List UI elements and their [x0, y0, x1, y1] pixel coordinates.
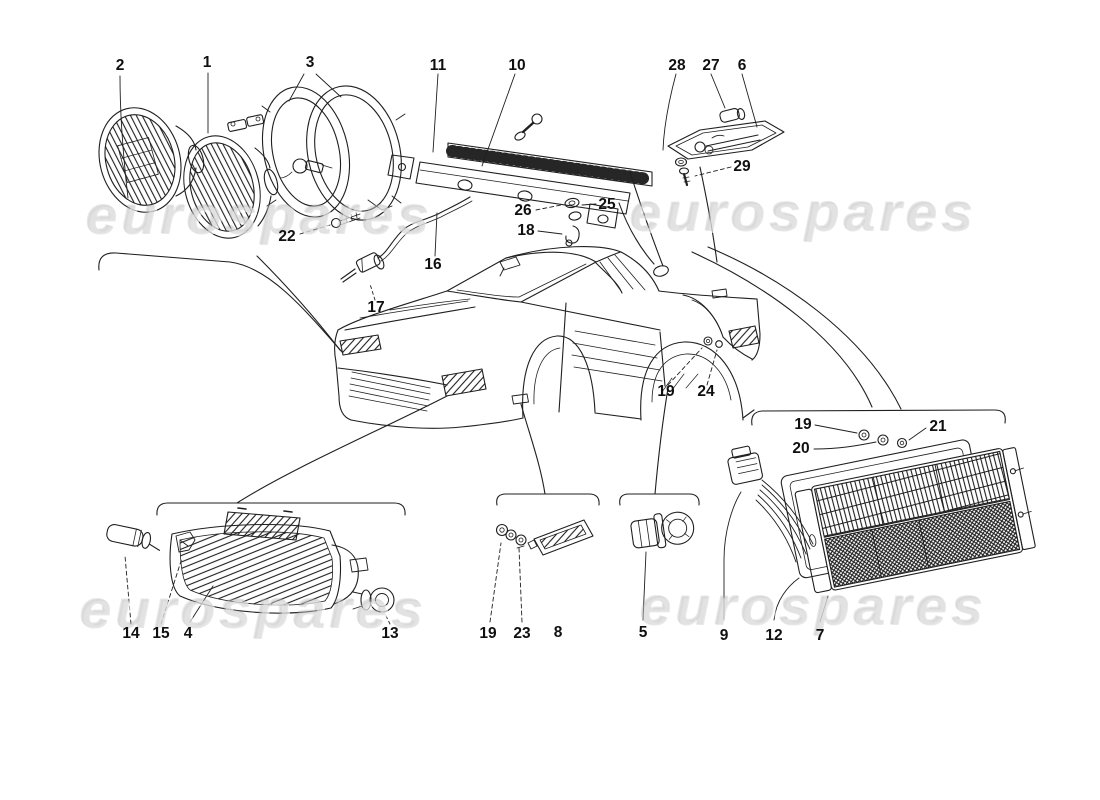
- callout-7: 7: [815, 627, 825, 644]
- callout-21: 21: [929, 418, 947, 435]
- callout-23: 23: [513, 625, 531, 642]
- callout-3: 3: [305, 54, 315, 71]
- callout-6: 6: [737, 57, 747, 74]
- callout-15: 15: [152, 625, 170, 642]
- tail-lamp-drawing: [723, 409, 1036, 623]
- callout-18: 18: [517, 222, 535, 239]
- callout-26: 26: [514, 202, 532, 219]
- callout-19: 19: [794, 416, 812, 433]
- callout-20: 20: [792, 440, 810, 457]
- callout-17: 17: [367, 299, 385, 316]
- headlamp-assembly-drawing: [98, 72, 406, 353]
- callout-29: 29: [733, 158, 751, 175]
- callout-2: 2: [115, 57, 125, 74]
- callout-27: 27: [702, 57, 720, 74]
- callout-13: 13: [381, 625, 399, 642]
- callout-19: 19: [657, 383, 675, 400]
- bracket-rail-drawing: [340, 73, 655, 301]
- callout-1: 1: [202, 54, 212, 71]
- fog-lamp-drawing: [106, 395, 448, 625]
- callout-14: 14: [122, 625, 140, 642]
- car-body-drawing: [334, 246, 761, 429]
- bulb-holder-drawing: [619, 387, 700, 621]
- callout-16: 16: [424, 256, 442, 273]
- callout-19: 19: [479, 625, 497, 642]
- callout-9: 9: [719, 627, 729, 644]
- callout-4: 4: [183, 625, 193, 642]
- license-plate-lamp-drawing: [629, 73, 902, 410]
- callout-22: 22: [278, 228, 296, 245]
- callout-24: 24: [697, 383, 715, 400]
- callout-8: 8: [553, 624, 563, 641]
- callout-11: 11: [429, 57, 447, 74]
- callout-28: 28: [668, 57, 686, 74]
- callout-10: 10: [508, 57, 526, 74]
- callout-12: 12: [765, 627, 783, 644]
- side-marker-parts-drawing: [489, 403, 600, 623]
- callout-25: 25: [598, 196, 616, 213]
- callout-5: 5: [638, 624, 648, 641]
